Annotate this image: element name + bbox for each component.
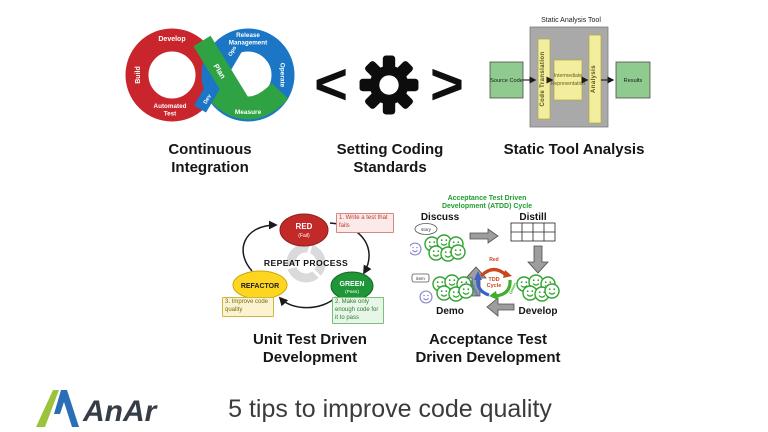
distill-label: Distill	[519, 212, 546, 223]
develop-smiley-cluster	[516, 274, 560, 302]
caption-coding-line1: Setting Coding	[336, 141, 444, 158]
results-label: Results	[624, 78, 643, 84]
item-label: item	[416, 276, 425, 281]
tdd-note-3: 3. Improve code quality	[222, 297, 274, 317]
ci-label-management: Management	[229, 40, 268, 47]
intermediate-label-line2: Representation	[551, 81, 586, 87]
static-analysis-diagram: Static Analysis Tool Code Translation In…	[489, 17, 651, 128]
ci-label-operate: Operate	[279, 63, 286, 88]
caption-setting-coding-standards: Setting Coding Standards	[312, 141, 468, 178]
ci-plan-band	[193, 35, 249, 109]
demo-label: Demo	[436, 306, 464, 317]
anar-logo: AnAr	[36, 390, 159, 428]
distill-grid	[510, 222, 556, 242]
mini-refactor-label: Refactor	[469, 280, 481, 298]
caption-static-line1: Static Tool Analysis	[503, 141, 645, 158]
ci-measure-arc	[207, 82, 289, 120]
caption-utdd-line2: Development	[262, 349, 358, 367]
atdd-flow-arrows	[465, 228, 549, 317]
caption-ci-line1: Continuous	[168, 141, 252, 158]
analysis-box	[588, 34, 602, 124]
swirl-gaps	[286, 243, 322, 279]
caption-acceptance-test-driven-development: Acceptance Test Driven Development	[404, 331, 572, 368]
atdd-cycle-diagram: Acceptance Test Driven Development (ATDD…	[410, 195, 560, 317]
intermediate-representation-box	[553, 59, 583, 101]
code-translation-label: Code Translation	[540, 51, 546, 106]
green-sublabel: (Pass)	[345, 289, 359, 295]
tdd-note-1: 1. Write a test that fails	[336, 213, 394, 233]
caption-atdd-line1: Acceptance Test	[428, 331, 548, 348]
caption-coding-line2: Standards	[353, 159, 427, 177]
slide-title: 5 tips to improve code quality	[228, 395, 552, 423]
ci-label-ops: Ops	[228, 45, 239, 57]
red-label: RED	[296, 222, 313, 231]
logo-blue-stroke	[54, 390, 79, 427]
caption-static-tool-analysis: Static Tool Analysis	[488, 141, 660, 159]
caption-utdd-line1: Unit Test Driven	[253, 331, 367, 348]
intermediate-label-line1: Intermediate	[554, 73, 582, 79]
story-bubble	[414, 223, 438, 235]
mini-tdd-label-line1: TDD	[488, 277, 499, 283]
develop-label: Develop	[519, 306, 558, 317]
ci-label-build: Build	[135, 66, 142, 84]
source-code-label: Source Code	[490, 78, 523, 84]
red-sublabel: (Fail)	[298, 233, 310, 239]
devops-infinity-diagram: Develop Build Automated Test Release Man…	[125, 28, 295, 122]
green-label: GREEN	[340, 281, 365, 288]
static-analysis-title: Static Analysis Tool	[541, 17, 601, 24]
ci-label-test: Test	[164, 111, 177, 118]
logo-text: AnAr	[82, 395, 159, 428]
mini-tdd-cycle: Red Green Refactor TDD Cycle	[469, 257, 518, 300]
tdd-note-2: 2. Make only enough code for it to pass	[332, 297, 384, 325]
red-ellipse	[279, 213, 329, 247]
tdd-cycle-diagram: REPEAT PROCESS RED (Fail) GREEN (Pass) R…	[216, 197, 404, 327]
mini-red-label: Red	[489, 257, 498, 263]
repeat-process-swirl	[286, 243, 326, 283]
caption-atdd-line2: Driven Development	[415, 349, 561, 367]
results-box	[615, 61, 651, 99]
coding-standards-graphic: < >	[314, 38, 464, 132]
caption-unit-test-driven-development: Unit Test Driven Development	[216, 331, 404, 368]
discuss-label: Discuss	[421, 212, 460, 223]
gear-icon	[359, 55, 419, 115]
mini-tdd-label-line2: Cycle	[487, 283, 502, 289]
caption-ci-line2: Integration	[171, 159, 249, 177]
logo-green-stroke	[36, 390, 59, 427]
ci-label-dev: Dev	[203, 93, 214, 106]
left-angle-bracket: <	[314, 52, 348, 117]
repeat-process-label: REPEAT PROCESS	[264, 258, 348, 268]
atdd-title-line1: Acceptance Test Driven	[448, 195, 527, 202]
item-bubble	[411, 273, 430, 283]
ci-label-automated: Automated	[154, 103, 187, 110]
ci-label-measure: Measure	[235, 109, 262, 116]
caption-continuous-integration: Continuous Integration	[120, 141, 300, 178]
story-label: story	[421, 227, 432, 232]
right-angle-bracket: >	[430, 52, 464, 117]
refactor-label: REFACTOR	[241, 283, 279, 290]
mini-green-label: Green	[508, 281, 518, 294]
discuss-smiley-cluster	[410, 234, 466, 262]
analysis-label: Analysis	[591, 65, 597, 93]
ci-label-release: Release	[236, 32, 260, 39]
source-code-box	[489, 61, 524, 99]
ci-label-develop: Develop	[158, 36, 185, 43]
atdd-title-line2: Development (ATDD) Cycle	[442, 203, 532, 210]
